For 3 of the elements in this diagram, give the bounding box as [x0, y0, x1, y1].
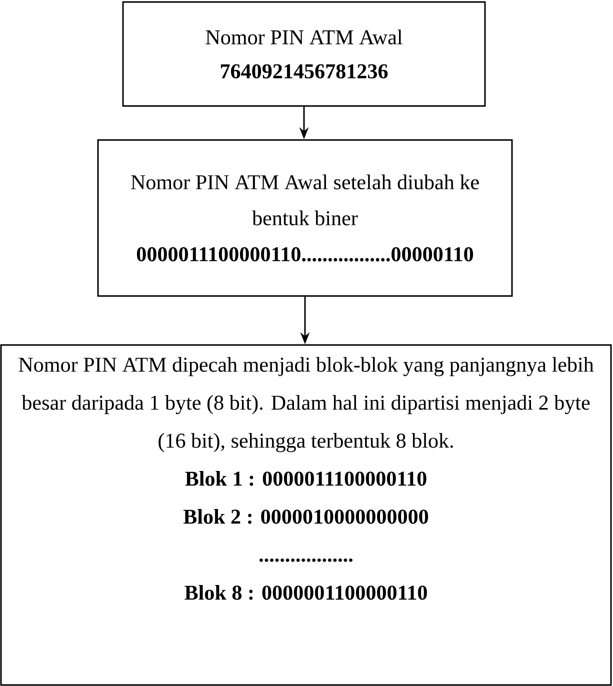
process-box: Nomor PIN ATM Awal 7640921456781236 [122, 1, 486, 107]
process-box: Nomor PIN ATM Awal setelah diubah ke bentuk biner 0000011100000110.................00000110 [97, 139, 513, 297]
process-box: Nomor PIN ATM dipecah menjadi blok-blok yang panjangnya lebih besar daripada 1 byte (8 bit). Dalam hal ini dipartisi menjadi 2 byte (16 bit), sehingga terbentuk 8 blok. Blok 1 : 0000011100000110 Blok 2 : 0000010000000000 .................. Blok 8 : 0000001100000110 [0, 344, 612, 686]
